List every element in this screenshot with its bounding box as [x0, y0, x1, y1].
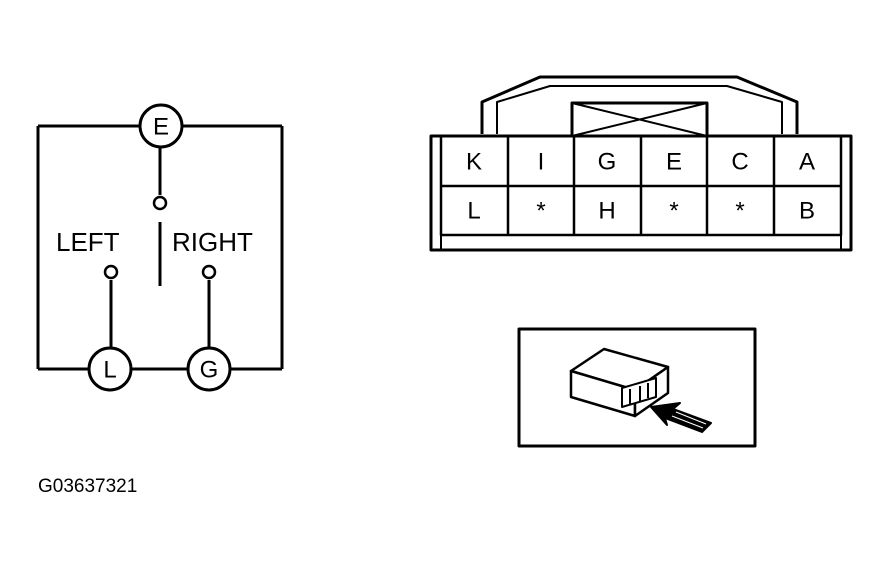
pin-label: L — [467, 198, 480, 225]
pin-label: B — [799, 198, 815, 225]
switch-schematic — [36, 103, 284, 392]
pin-label: K — [466, 149, 482, 176]
lock-tab-cross-2 — [571, 102, 708, 137]
terminal-l-circle — [87, 346, 133, 392]
right-position-label: RIGHT — [172, 227, 253, 257]
contact-right — [201, 264, 217, 280]
figure-code: G03637321 — [38, 476, 137, 497]
terminal-e-label: E — [153, 114, 169, 141]
connector-hood-outer — [480, 75, 799, 134]
pin-label: A — [799, 149, 815, 176]
contact-left — [103, 264, 119, 280]
pin-label: * — [536, 198, 545, 225]
pin-label: E — [666, 149, 682, 176]
terminal-g-label: G — [200, 357, 219, 384]
arrow-highlight-1 — [675, 411, 707, 425]
connector-hood-inner — [496, 85, 783, 134]
pin-label: H — [598, 198, 615, 225]
terminal-g-circle — [186, 346, 232, 392]
pin-label: C — [731, 149, 748, 176]
pin-label: * — [669, 198, 678, 225]
connector-locator-inset — [517, 327, 757, 448]
connector-face — [429, 75, 853, 252]
contact-common — [152, 195, 168, 211]
arrow-highlight-2 — [671, 415, 704, 429]
pin-label: G — [598, 149, 617, 176]
terminal-l-label: L — [103, 357, 116, 384]
pin-label: * — [735, 198, 744, 225]
pin-label: I — [538, 149, 545, 176]
inset-frame — [517, 327, 757, 448]
left-position-label: LEFT — [56, 227, 120, 257]
terminal-e-circle — [138, 103, 184, 149]
